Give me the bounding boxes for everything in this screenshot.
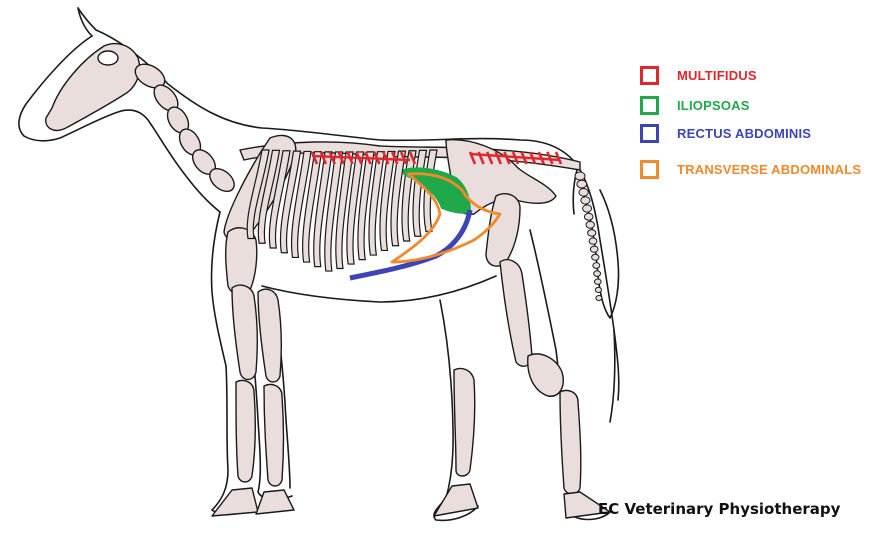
tail-vertebra [582,204,593,213]
multifidus-tick [328,151,336,165]
skeleton-bones [45,42,611,519]
multifidus-tick [310,151,319,165]
rib [346,151,365,265]
rib [379,150,396,252]
transverse-abdominals-region [390,172,502,264]
credit-text: EC Veterinary Physiotherapy [598,500,841,518]
multifidus-tick [408,151,417,165]
multifidus-tick [373,151,381,165]
rib [268,150,291,249]
tail-vertebra [591,253,600,261]
legend-label-multifidus: MULTIFIDUS [677,67,757,83]
tail-vertebra [593,270,601,277]
multifidus-tick [346,151,354,165]
rib [246,149,270,240]
tail-vertebra [578,188,589,197]
tail-vertebra [583,212,594,221]
rib [335,151,354,270]
legend-swatch-rectus-abdominis [640,123,659,143]
multifidus-tick [537,151,545,165]
multifidus-tick [399,151,408,165]
tail-vertebra [595,295,603,301]
legend-swatch-iliopsoas [640,95,659,115]
multifidus-tick [364,151,372,165]
tail-vertebra [585,220,595,229]
multifidus-tick [319,151,328,165]
multifidus-tick [391,151,399,165]
multifidus-tick [494,151,502,165]
rib [390,150,407,247]
rib [324,151,344,272]
legend-item-iliopsoas: ILIOPSOAS [640,94,750,116]
multifidus-tick [503,151,511,165]
legend-swatch-multifidus [640,65,659,85]
multifidus-tick [529,151,537,165]
legend-label-rectus-abdominis: RECTUS ABDOMINIS [677,125,812,141]
legend-label-transverse-abdominals: TRANSVERSE ABDOMINALS [677,161,862,177]
muscle-overlays [310,151,563,281]
multifidus-tick [554,151,563,165]
tail-vertebra [576,179,588,189]
legend-label-iliopsoas: ILIOPSOAS [677,97,750,113]
multifidus-tick [382,151,390,165]
rib [302,151,323,263]
multifidus-tick [477,151,485,165]
multifidus-tick [468,151,477,165]
multifidus-tick [546,151,554,165]
tail-vertebrae [574,171,603,301]
multifidus-tick [511,151,520,165]
legend-item-multifidus: MULTIFIDUS [640,64,757,86]
multifidus-tick [520,151,528,165]
legend-item-transverse-abdominals: TRANSVERSE ABDOMINALS [640,158,861,180]
legend-item-rectus-abdominis: RECTUS ABDOMINIS [640,122,811,144]
tail-vertebra [587,229,597,237]
rib [313,151,333,268]
rib [357,151,375,261]
tail-vertebra [594,286,603,293]
tail-vertebra [592,262,601,269]
multifidus-hatching [310,151,563,165]
tail-vertebra [594,278,602,285]
multifidus-tick [355,151,363,165]
legend-swatch-transverse-abdominals [640,159,659,179]
rectus-abdominis-region [349,209,473,281]
multifidus-tick [486,151,494,165]
tail-vertebra [580,196,591,205]
rib [257,149,281,244]
multifidus-tick [337,151,345,165]
tail-vertebra [574,171,586,181]
rib [290,150,312,259]
rib [368,151,386,256]
tail-vertebra [589,245,599,253]
tail-vertebra [588,237,598,245]
rib [279,150,302,254]
